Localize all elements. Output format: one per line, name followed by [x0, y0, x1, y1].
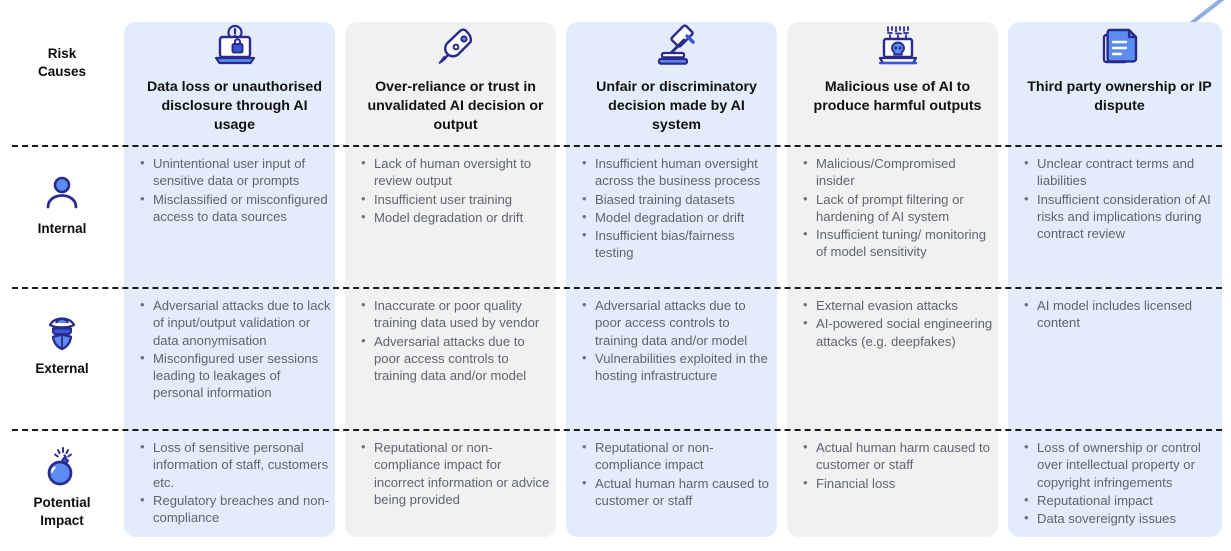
documents-icon: [1097, 24, 1143, 68]
cell-impact-malicious-use: Actual human harm caused to customer or …: [787, 430, 1008, 551]
row-label-text: External: [35, 361, 89, 376]
column-title: Over-reliance or trust in unvalidated AI…: [367, 79, 544, 134]
list-item: Adversarial attacks due to poor access c…: [582, 296, 773, 349]
bullet-list: Adversarial attacks due to lack of input…: [140, 296, 331, 402]
list-item: Loss of sensitive personal information o…: [140, 438, 331, 491]
list-item: Insufficient bias/fairness testing: [582, 226, 773, 262]
list-item: Insufficient consideration of AI risks a…: [1024, 190, 1217, 243]
bullet-list: Actual human harm caused to customer or …: [803, 438, 994, 492]
cell-external-unfair-decision: Adversarial attacks due to poor access c…: [566, 288, 787, 430]
row-label-line2: Impact: [40, 513, 84, 529]
column-title: Data loss or unauthorised disclosure thr…: [146, 79, 322, 134]
row-label-external: External: [0, 288, 124, 430]
list-item: Misconfigured user sessions leading to l…: [140, 349, 331, 402]
column-title: Malicious use of AI to produce harmful o…: [813, 79, 982, 115]
matrix-corner-label: Risk Causes: [0, 0, 124, 146]
bullet-list: Reputational or non-compliance impact fo…: [361, 438, 552, 508]
list-item: Unclear contract terms and liabilities: [1024, 154, 1217, 190]
cell-internal-data-loss: Unintentional user input of sensitive da…: [124, 146, 345, 288]
cell-impact-third-party-ip: Loss of ownership or control over intell…: [1008, 430, 1231, 551]
bomb-icon: [42, 446, 82, 486]
corner-label-line1: Risk: [47, 45, 77, 61]
cell-impact-data-loss: Loss of sensitive personal information o…: [124, 430, 345, 551]
column-title: Third party ownership or IP dispute: [1027, 79, 1212, 115]
cell-internal-third-party-ip: Unclear contract terms and liabilitiesIn…: [1008, 146, 1231, 288]
bullet-list: AI model includes licensed content: [1024, 296, 1217, 332]
row-label-potential-impact: Potential Impact: [0, 430, 124, 551]
cell-external-third-party-ip: AI model includes licensed content: [1008, 288, 1231, 430]
column-title: Unfair or discriminatory decision made b…: [596, 79, 757, 134]
list-item: Data sovereignty issues: [1024, 509, 1217, 527]
row-label-internal: Internal: [0, 146, 124, 288]
column-header-data-loss[interactable]: Data loss or unauthorised disclosure thr…: [124, 0, 345, 146]
list-item: AI model includes licensed content: [1024, 296, 1217, 332]
list-item: Insufficient human oversight across the …: [582, 154, 773, 190]
list-item: Insufficient user training: [361, 190, 552, 208]
robot-arm-icon: [433, 24, 479, 68]
bullet-list: Loss of ownership or control over intell…: [1024, 438, 1217, 527]
column-header-over-reliance[interactable]: Over-reliance or trust in unvalidated AI…: [345, 0, 566, 146]
row-label-text: Internal: [37, 221, 87, 236]
list-item: Regulatory breaches and non-compliance: [140, 491, 331, 527]
list-item: Adversarial attacks due to poor access c…: [361, 332, 552, 385]
cell-external-malicious-use: External evasion attacksAI-powered socia…: [787, 288, 1008, 430]
laptop-lock-alert-icon: [212, 24, 258, 68]
row-label-line1: Potential: [33, 495, 91, 510]
column-header-unfair-decision[interactable]: Unfair or discriminatory decision made b…: [566, 0, 787, 146]
laptop-skull-icon: [875, 24, 921, 68]
list-item: External evasion attacks: [803, 296, 994, 314]
list-item: Unintentional user input of sensitive da…: [140, 154, 331, 190]
cell-external-over-reliance: Inaccurate or poor quality training data…: [345, 288, 566, 430]
list-item: Biased training datasets: [582, 190, 773, 208]
cell-internal-unfair-decision: Insufficient human oversight across the …: [566, 146, 787, 288]
column-header-malicious-use[interactable]: Malicious use of AI to produce harmful o…: [787, 0, 1008, 146]
list-item: Reputational or non-compliance impact: [582, 438, 773, 474]
list-item: Reputational impact: [1024, 491, 1217, 509]
cell-impact-unfair-decision: Reputational or non-compliance impactAct…: [566, 430, 787, 551]
bullet-list: Adversarial attacks due to poor access c…: [582, 296, 773, 385]
list-item: Actual human harm caused to customer or …: [803, 438, 994, 474]
list-item: Vulnerabilities exploited in the hosting…: [582, 349, 773, 385]
list-item: Lack of prompt filtering or hardening of…: [803, 190, 994, 226]
cell-internal-malicious-use: Malicious/Compromised insiderLack of pro…: [787, 146, 1008, 288]
corner-label-line2: Causes: [37, 64, 87, 79]
cell-internal-over-reliance: Lack of human oversight to review output…: [345, 146, 566, 288]
bullet-list: Inaccurate or poor quality training data…: [361, 296, 552, 385]
bullet-list: Lack of human oversight to review output…: [361, 154, 552, 226]
list-item: Reputational or non-compliance impact fo…: [361, 438, 552, 508]
bullet-list: External evasion attacksAI-powered socia…: [803, 296, 994, 350]
list-item: Inaccurate or poor quality training data…: [361, 296, 552, 332]
person-icon: [42, 174, 82, 212]
bullet-list: Unclear contract terms and liabilitiesIn…: [1024, 154, 1217, 243]
bullet-list: Insufficient human oversight across the …: [582, 154, 773, 262]
list-item: Actual human harm caused to customer or …: [582, 474, 773, 510]
cell-impact-over-reliance: Reputational or non-compliance impact fo…: [345, 430, 566, 551]
column-header-third-party-ip[interactable]: Third party ownership or IP dispute: [1008, 0, 1231, 146]
gavel-icon: [654, 24, 700, 68]
list-item: Malicious/Compromised insider: [803, 154, 994, 190]
list-item: Financial loss: [803, 474, 994, 492]
list-item: Model degradation or drift: [582, 208, 773, 226]
list-item: Lack of human oversight to review output: [361, 154, 552, 190]
list-item: Insufficient tuning/ monitoring of model…: [803, 225, 994, 261]
list-item: Model degradation or drift: [361, 208, 552, 226]
list-item: Adversarial attacks due to lack of input…: [140, 296, 331, 349]
spy-icon: [42, 314, 82, 352]
bullet-list: Loss of sensitive personal information o…: [140, 438, 331, 527]
list-item: Misclassified or misconfigured access to…: [140, 190, 331, 226]
cell-external-data-loss: Adversarial attacks due to lack of input…: [124, 288, 345, 430]
bullet-list: Reputational or non-compliance impactAct…: [582, 438, 773, 510]
list-item: Loss of ownership or control over intell…: [1024, 438, 1217, 491]
bullet-list: Malicious/Compromised insiderLack of pro…: [803, 154, 994, 261]
list-item: AI-powered social engineering attacks (e…: [803, 314, 994, 350]
bullet-list: Unintentional user input of sensitive da…: [140, 154, 331, 226]
